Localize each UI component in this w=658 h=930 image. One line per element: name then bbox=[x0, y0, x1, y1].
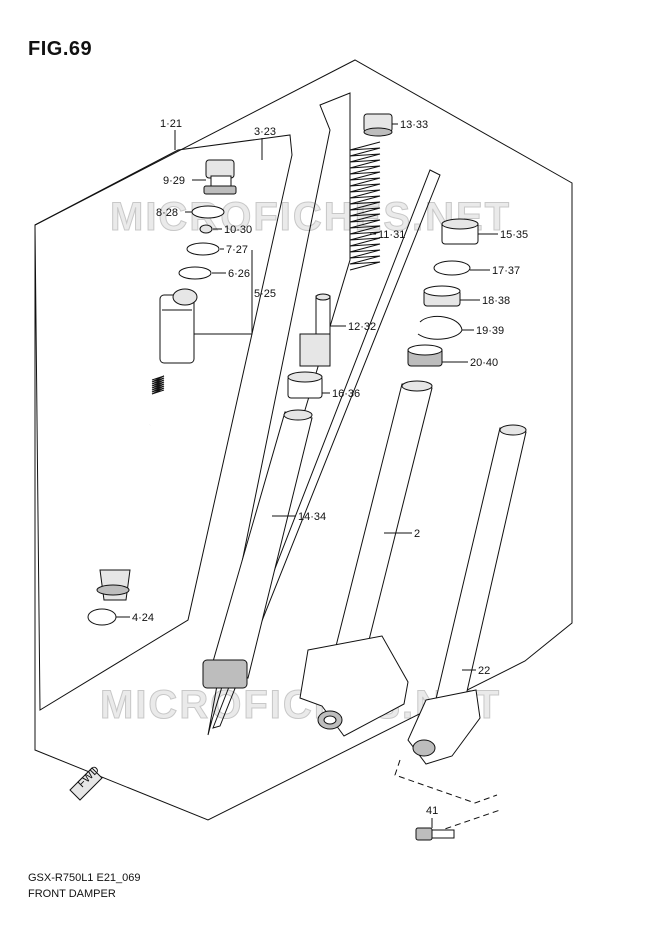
inner-rod-box bbox=[34, 134, 293, 711]
inner-tube-part-2[interactable] bbox=[299, 380, 433, 737]
bushing-part-20[interactable] bbox=[407, 344, 443, 367]
footer-code: GSX-R750L1 E21_069 bbox=[28, 872, 141, 884]
label-part-15: 15·35 bbox=[500, 229, 528, 241]
damper-rod bbox=[96, 424, 152, 601]
dust-seal-part-15[interactable] bbox=[441, 218, 479, 245]
o-ring-part-8[interactable] bbox=[191, 205, 225, 219]
label-part-18: 18·38 bbox=[482, 295, 510, 307]
label-part-8: 8·28 bbox=[156, 207, 178, 219]
label-part-5: 5·25 bbox=[254, 288, 276, 300]
outer-tube-box-2 bbox=[212, 169, 441, 729]
clip-part-19[interactable] bbox=[417, 315, 463, 340]
label-part-9: 9·29 bbox=[163, 175, 185, 187]
label-part-19: 19·39 bbox=[476, 325, 504, 337]
inner-tube-part-22[interactable] bbox=[407, 424, 527, 765]
label-part-2: 2 bbox=[414, 528, 420, 540]
label-part-3: 3·23 bbox=[254, 126, 276, 138]
label-part-17: 17·37 bbox=[492, 265, 520, 277]
fwd-arrow: FWD bbox=[69, 764, 103, 801]
label-part-16: 16·36 bbox=[332, 388, 360, 400]
label-part-4: 4·24 bbox=[132, 612, 154, 624]
bushing-part-16[interactable] bbox=[287, 371, 323, 399]
ring-part-17[interactable] bbox=[433, 260, 471, 276]
ring-part-4[interactable] bbox=[87, 608, 117, 626]
bolt-41-leader-dashed bbox=[394, 759, 498, 804]
label-part-14: 14·34 bbox=[298, 511, 326, 523]
outer-tube-part-14[interactable] bbox=[202, 409, 313, 689]
small-spring bbox=[151, 375, 165, 395]
outer-tube-box bbox=[207, 92, 351, 736]
bolt-part-41[interactable] bbox=[415, 827, 455, 841]
figure-title: FIG.69 bbox=[28, 38, 93, 60]
label-part-13: 13·33 bbox=[400, 119, 428, 131]
spacer-part-12[interactable] bbox=[299, 293, 331, 367]
footer-name: FRONT DAMPER bbox=[28, 888, 116, 900]
cap-bolt-part-9[interactable] bbox=[203, 159, 237, 195]
seal-part-18[interactable] bbox=[423, 285, 461, 307]
label-part-22: 22 bbox=[478, 665, 490, 677]
assembly-outline bbox=[34, 59, 573, 821]
fork-spring-part-11[interactable] bbox=[349, 141, 381, 271]
label-part-11: 11·31 bbox=[378, 229, 405, 241]
cartridge-part-5[interactable] bbox=[159, 288, 198, 364]
bolt-41-leader-dashed-2 bbox=[435, 809, 501, 833]
label-part-10: 10·30 bbox=[224, 224, 252, 236]
label-part-20: 20·40 bbox=[470, 357, 498, 369]
washer-part-7[interactable] bbox=[186, 242, 220, 256]
label-part-41: 41 bbox=[426, 805, 438, 817]
ring-part-6[interactable] bbox=[178, 266, 212, 280]
leader-lines bbox=[116, 123, 498, 828]
spring-seat-part-13[interactable] bbox=[363, 113, 393, 137]
label-part-12: 12·32 bbox=[348, 321, 376, 333]
label-part-6: 6·26 bbox=[228, 268, 250, 280]
nut-part-10[interactable] bbox=[199, 224, 213, 234]
label-part-1: 1·21 bbox=[160, 118, 182, 130]
label-part-7: 7·27 bbox=[226, 244, 248, 256]
